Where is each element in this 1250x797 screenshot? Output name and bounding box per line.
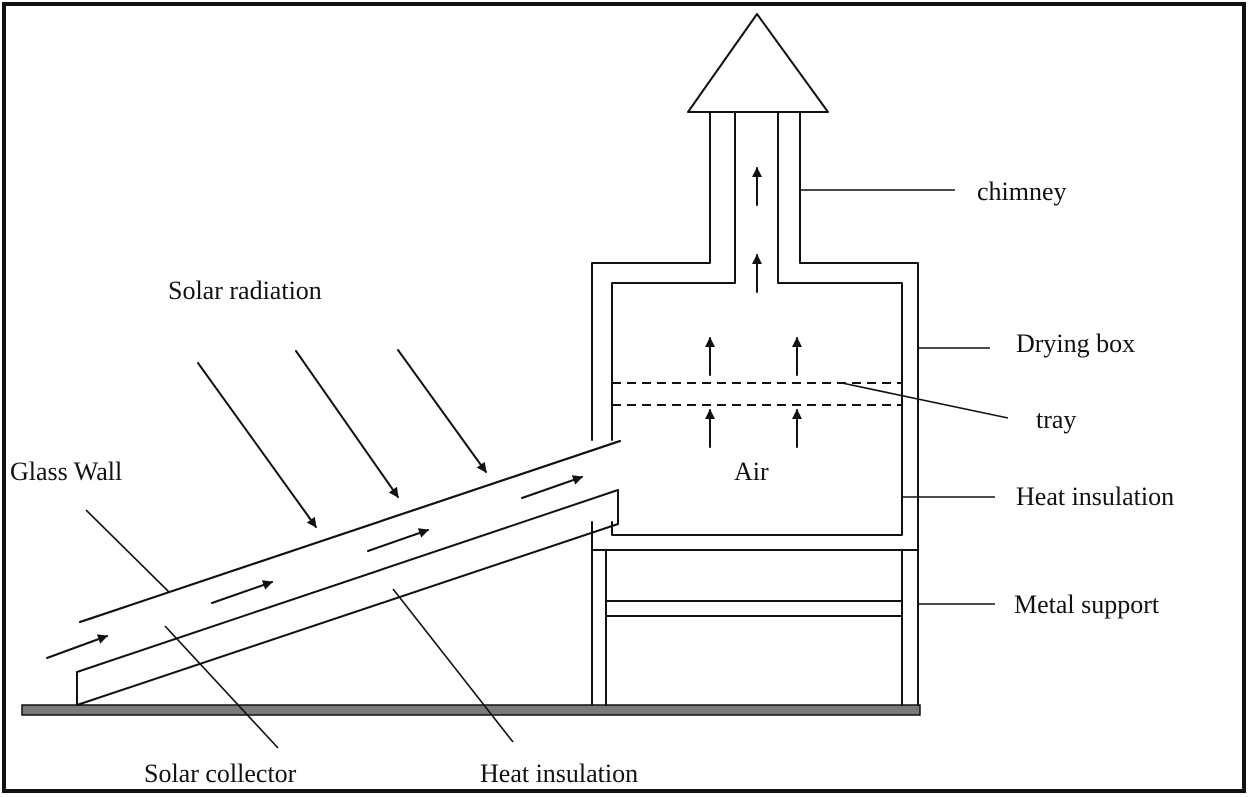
solar-radiation-arrows (197, 349, 487, 528)
label-solar-radiation: Solar radiation (168, 276, 322, 305)
label-metal-support: Metal support (1014, 590, 1160, 619)
chimney-cap (687, 13, 829, 113)
label-heat-insulation-box: Heat insulation (1016, 482, 1174, 511)
label-solar-collector: Solar collector (144, 759, 297, 788)
label-glass-wall: Glass Wall (10, 457, 122, 486)
label-drying-box: Drying box (1016, 329, 1135, 358)
label-heat-insulation-collector: Heat insulation (480, 759, 638, 788)
label-chimney: chimney (977, 177, 1067, 206)
ground-plate (21, 704, 921, 716)
drying-box-outer-wall (591, 111, 919, 551)
label-tray: tray (1036, 405, 1076, 434)
metal-support (591, 549, 919, 706)
upward-airflow-arrows (705, 167, 802, 448)
leader-lines (85, 189, 1009, 749)
collector-airflow-arrows (46, 475, 583, 659)
solar-collector (76, 440, 621, 706)
label-air: Air (734, 457, 769, 486)
drying-box-inner-wall (611, 111, 903, 536)
